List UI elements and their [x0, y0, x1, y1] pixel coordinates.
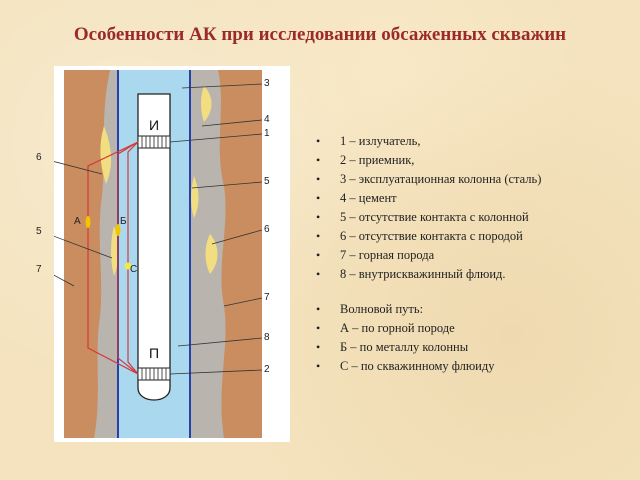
- callout-line-right-8: [177, 337, 263, 347]
- emitter-ring-ticks: [141, 136, 167, 148]
- callout-right-5: 5: [264, 176, 270, 187]
- legend-item-4: 4 – цемент: [312, 191, 632, 206]
- wave-path-item-b: Б – по металлу колонны: [312, 340, 632, 355]
- callout-line-left-6: [47, 159, 103, 175]
- marker-a: [85, 216, 91, 228]
- label-a: А: [74, 216, 81, 227]
- marker-c: [124, 262, 132, 270]
- callout-line-right-4: [201, 119, 263, 127]
- cement-right-edge: [218, 70, 226, 438]
- logging-tool: [137, 93, 171, 401]
- gap-rock-contact-right: [205, 234, 218, 274]
- callout-line-left-5: [47, 233, 113, 259]
- label-c: С: [130, 264, 137, 275]
- rock-right: [218, 70, 262, 438]
- wave-path-c: [127, 141, 139, 375]
- callout-line-right-2: [169, 369, 263, 375]
- legend-item-3: 3 – эксплуатационная колонна (сталь): [312, 172, 632, 187]
- legend-spacer: [312, 286, 632, 302]
- label-b: Б: [120, 216, 127, 227]
- legend-item-7: 7 – горная порода: [312, 248, 632, 263]
- callout-line-right-6: [211, 229, 263, 245]
- wave-path-b: [117, 141, 139, 375]
- well-diagram-svg: И П А Б С: [47, 66, 290, 442]
- gap-top-right: [201, 86, 212, 122]
- gap-casing-contact-right: [191, 176, 199, 218]
- callout-right-7: 7: [264, 292, 270, 303]
- callout-right-2: 2: [264, 364, 270, 375]
- legend-item-8: 8 – внутрискважинный флюид.: [312, 267, 632, 282]
- callout-line-right-3: [181, 83, 263, 89]
- legend-item-6: 6 – отсутствие контакта с породой: [312, 229, 632, 244]
- callout-left-6: 6: [36, 152, 42, 163]
- wave-path-list: Волновой путь: А – по горной породе Б – …: [312, 302, 632, 374]
- callout-left-7: 7: [36, 264, 42, 275]
- receiver-label: П: [149, 345, 159, 361]
- callout-right-1: 1: [264, 128, 270, 139]
- receiver-ring-ticks: [141, 368, 167, 380]
- callout-right-4: 4: [264, 114, 270, 125]
- callout-line-right-5: [191, 181, 263, 189]
- gap-rock-contact-left: [100, 126, 112, 184]
- emitter-label: И: [149, 117, 159, 133]
- page-title: Особенности АК при исследовании обсаженн…: [73, 24, 567, 45]
- wave-path-title: Волновой путь:: [312, 302, 632, 317]
- wave-path-item-a: А – по горной породе: [312, 321, 632, 336]
- wave-path-item-c: С – по скважинному флюиду: [312, 359, 632, 374]
- callout-right-6: 6: [264, 224, 270, 235]
- wave-path-a: [87, 141, 139, 375]
- callout-line-right-1: [169, 133, 263, 143]
- legend-item-5: 5 – отсутствие контакта с колонной: [312, 210, 632, 225]
- marker-b: [115, 224, 121, 236]
- legend-item-2: 2 – приемник,: [312, 153, 632, 168]
- legend-list: 1 – излучатель, 2 – приемник, 3 – эксплу…: [312, 134, 632, 282]
- callout-right-8: 8: [264, 332, 270, 343]
- callout-left-5: 5: [36, 226, 42, 237]
- legend: 1 – излучатель, 2 – приемник, 3 – эксплу…: [312, 134, 632, 378]
- gap-casing-contact-left: [111, 226, 119, 276]
- callout-right-3: 3: [264, 78, 270, 89]
- legend-item-1: 1 – излучатель,: [312, 134, 632, 149]
- callout-line-right-7: [223, 297, 263, 307]
- well-diagram: И П А Б С: [47, 66, 290, 442]
